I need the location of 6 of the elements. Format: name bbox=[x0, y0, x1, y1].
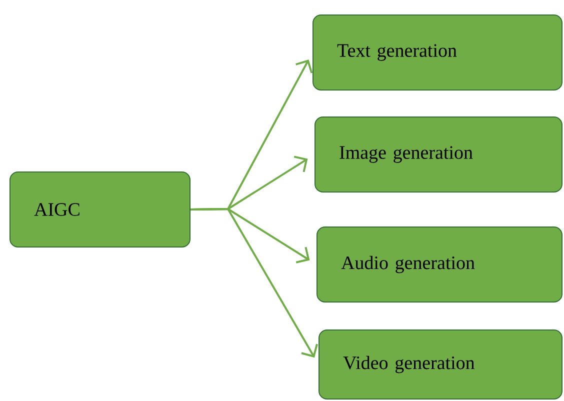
process-box: Text generation bbox=[312, 14, 562, 90]
arrow bbox=[190, 208, 318, 358]
process-box: Image generation bbox=[314, 116, 562, 192]
process-box: Audio generation bbox=[316, 226, 562, 302]
process-box: Video generation bbox=[318, 330, 562, 400]
process-box: AIGC bbox=[10, 172, 190, 248]
